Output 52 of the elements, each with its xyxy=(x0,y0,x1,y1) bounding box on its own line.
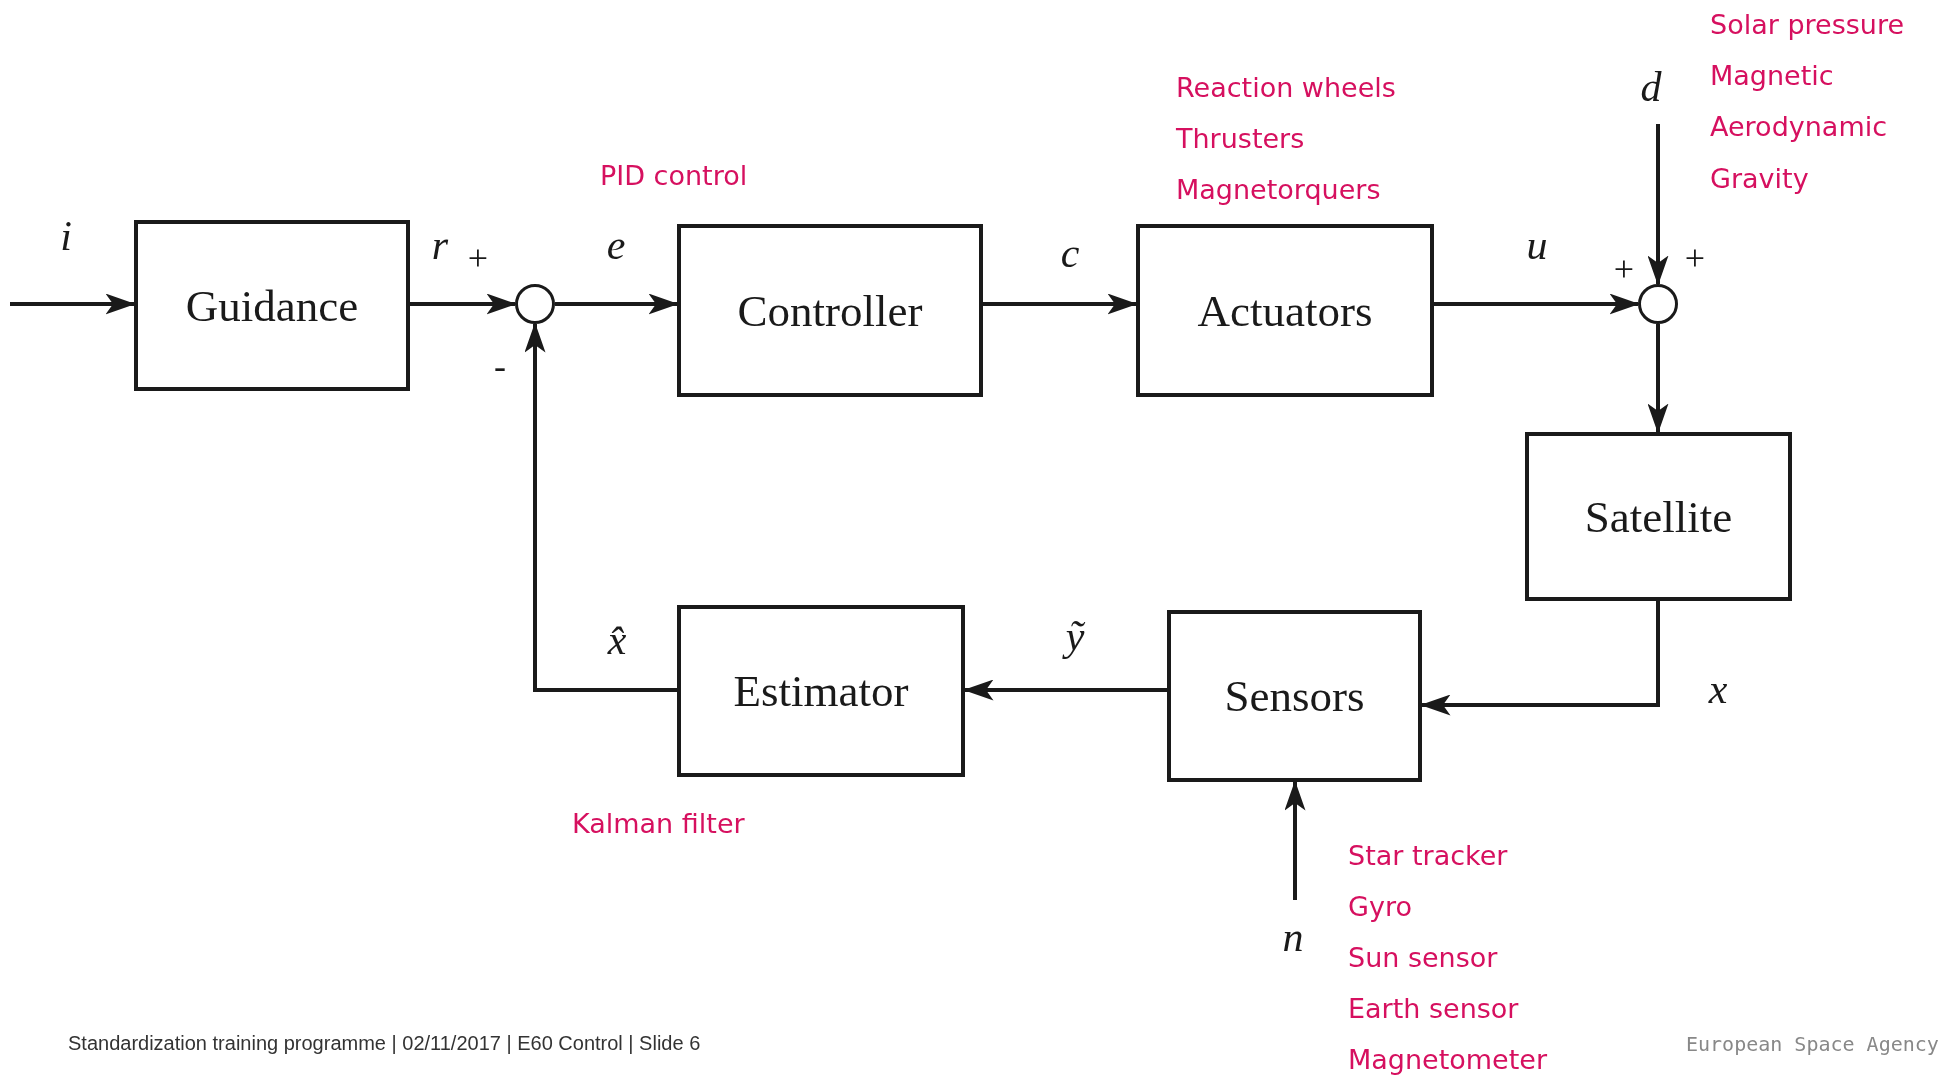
arrow xyxy=(410,293,517,315)
annotation-text: Magnetometer xyxy=(1348,1043,1548,1075)
block-label: Estimator xyxy=(733,665,909,717)
annotation-text: Thrusters xyxy=(1176,122,1305,154)
arrow xyxy=(1647,124,1669,286)
annotation-text: Earth sensor xyxy=(1348,992,1519,1024)
disturbance-label: Magnetic xyxy=(1710,59,1834,91)
estimator-block xyxy=(677,605,965,777)
block-label: Controller xyxy=(737,284,923,337)
annotation-text: PID control xyxy=(600,159,748,191)
summing-junction xyxy=(1638,284,1678,324)
sign-label: + xyxy=(1684,237,1706,279)
block-label: Sensors xyxy=(1224,670,1365,722)
sign-label: - xyxy=(494,345,506,387)
satellite-block xyxy=(1525,432,1792,601)
footer-text: European Space Agency xyxy=(1686,1032,1939,1056)
signal-label: x̂ xyxy=(607,616,627,664)
sign-label: + xyxy=(467,237,489,279)
annotation-text: Gyro xyxy=(1348,890,1412,922)
block-label: Actuators xyxy=(1197,284,1373,337)
arrow xyxy=(983,293,1138,315)
sensor-block xyxy=(1167,610,1422,782)
summing-junction xyxy=(515,284,555,324)
annotation-text: Magnetorquers xyxy=(1176,173,1381,205)
arrow xyxy=(10,293,136,315)
guidance-block xyxy=(134,220,410,391)
signal-label: x xyxy=(1708,665,1728,713)
actuator-block xyxy=(1136,224,1434,397)
annotation-text: Star tracker xyxy=(1348,839,1508,871)
annotation-text: Kalman filter xyxy=(572,807,745,839)
annotation-text: Reaction wheels xyxy=(1176,71,1396,103)
arrow xyxy=(524,322,677,692)
disturbance-label: Gravity xyxy=(1710,162,1809,194)
signal-label: u xyxy=(1526,221,1548,269)
disturbance-label: Solar pressure xyxy=(1710,8,1904,40)
block-label: Guidance xyxy=(185,279,359,332)
controller-block xyxy=(677,224,983,397)
signal-label: n xyxy=(1282,913,1304,961)
signal-label: i xyxy=(60,212,72,260)
sign-label: + xyxy=(1613,248,1635,290)
arrow xyxy=(1434,293,1640,315)
signal-label: d xyxy=(1640,63,1662,111)
arrow xyxy=(1284,780,1306,900)
arrow xyxy=(1647,324,1669,434)
arrow xyxy=(555,293,679,315)
annotation-text: Sun sensor xyxy=(1348,941,1498,973)
block-label: Satellite xyxy=(1584,490,1733,543)
signal-label: e xyxy=(606,221,626,269)
signal-label: r xyxy=(431,221,449,269)
signal-label: c xyxy=(1060,229,1080,277)
disturbance-label: Aerodynamic xyxy=(1710,110,1888,142)
footer-text: Standardization training programme | 02/11/2017 | E60 Control | Slide 6 xyxy=(68,1031,701,1055)
